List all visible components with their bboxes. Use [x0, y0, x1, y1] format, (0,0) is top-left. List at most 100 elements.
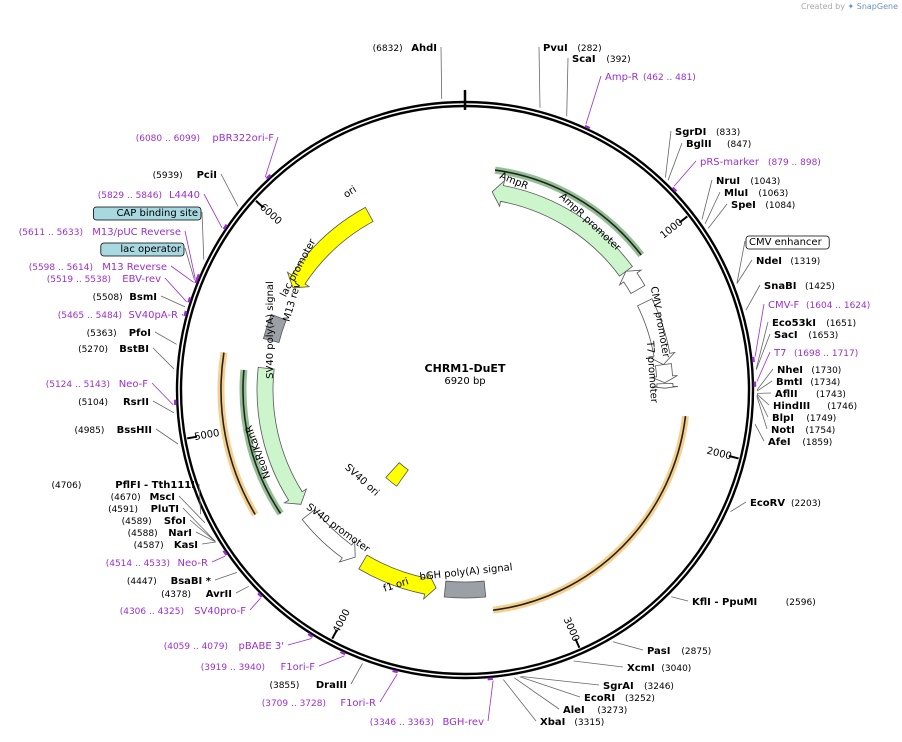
site-label-right-0[interactable]: PvuI(282): [543, 43, 602, 54]
site-label-right-13[interactable]: Eco53kI(1651): [772, 318, 856, 329]
site-label-left-8[interactable]: EBV-rev(5519 .. 5538): [47, 274, 161, 285]
feature-f1-ori[interactable]: [358, 554, 437, 601]
site-position: (5508): [93, 293, 123, 303]
site-label-right-3[interactable]: SgrDI(833): [675, 127, 740, 138]
feature-sv40-poly-a-signal[interactable]: [262, 313, 287, 344]
site-name: BstBI: [119, 344, 149, 355]
site-label-left-2[interactable]: PciI(5939): [153, 170, 217, 181]
site-position: (4588): [128, 529, 158, 539]
site-label-right-14[interactable]: SacI(1653): [774, 330, 838, 341]
feature-ori[interactable]: [286, 206, 374, 289]
tick-label-6000: 6000: [257, 202, 283, 227]
site-label-right-17[interactable]: BmtI(1734): [776, 377, 840, 388]
site-label-right-29[interactable]: AleI(3273): [563, 705, 627, 716]
snapgene-logo-icon: ✦: [847, 2, 855, 11]
site-position: (5363): [87, 329, 117, 339]
site-position: (1651): [826, 319, 856, 329]
site-label-left-30[interactable]: BGH-rev(3346 .. 3363): [370, 717, 484, 728]
feature-bgh-poly-a-signal[interactable]: [443, 580, 487, 599]
site-name: BGH-rev: [442, 717, 484, 728]
site-label-right-25[interactable]: PasI(2875): [647, 646, 711, 657]
leader-line: [756, 396, 768, 430]
leader-line: [220, 173, 239, 207]
site-label-left-9[interactable]: BsmI(5508): [93, 292, 157, 303]
site-name: PflFI - Tth111I: [115, 480, 195, 491]
site-label-right-18[interactable]: AflII(1743): [775, 389, 846, 400]
site-label-right-28[interactable]: EcoRI(3252): [584, 693, 655, 704]
leader-line: [151, 382, 174, 406]
feature-sv40-ori[interactable]: [385, 462, 409, 487]
site-label-left-19[interactable]: SfoI(4589): [122, 516, 186, 527]
feature-neor-kanr[interactable]: [256, 366, 308, 505]
site-position: (879 .. 898): [768, 158, 821, 168]
site-name: Neo-R: [178, 558, 209, 569]
leader-line: [154, 331, 177, 345]
site-label-right-6[interactable]: NruI(1043): [716, 176, 780, 187]
site-label-right-21[interactable]: NotI(1754): [771, 425, 835, 436]
site-label-right-19[interactable]: HindIII(1746): [773, 401, 857, 412]
site-label-left-0[interactable]: AhdI(6832): [373, 43, 437, 54]
site-label-right-7[interactable]: MluI(1063): [724, 188, 788, 199]
site-label-left-1[interactable]: pBR322ori-F(6080 .. 6099): [136, 133, 275, 144]
site-label-right-15[interactable]: T7(1698 .. 1717): [773, 348, 858, 359]
site-label-left-14[interactable]: RsrII(5104): [78, 397, 149, 408]
site-label-left-25[interactable]: SV40pro-F(4306 .. 4325): [120, 606, 247, 617]
site-label-left-11[interactable]: PfoI(5363): [87, 328, 151, 339]
site-label-left-12[interactable]: BstBI (5270): [78, 344, 149, 355]
site-label-left-28[interactable]: DraIII(3855): [269, 680, 347, 691]
site-label-right-12[interactable]: CMV-F(1604 .. 1624): [768, 300, 870, 311]
feature-t7-promoter[interactable]: [651, 382, 679, 389]
feature-cmv-enhancer[interactable]: [637, 298, 676, 366]
site-label-right-11[interactable]: SnaBI(1425): [764, 281, 835, 292]
site-label-left-3[interactable]: L4440(5829 .. 5846): [98, 190, 200, 201]
site-label-right-27[interactable]: SgrAI(3246): [603, 681, 674, 692]
site-label-right-24[interactable]: KflI - PpuMI(2596): [692, 597, 816, 608]
site-label-right-23[interactable]: EcoRV(2203): [750, 498, 821, 509]
primer-mark: [183, 310, 188, 317]
site-label-left-20[interactable]: NarI(4588): [128, 528, 192, 539]
site-label-right-8[interactable]: SpeI(1084): [731, 200, 795, 211]
site-label-right-1[interactable]: ScaI(392): [572, 54, 631, 65]
site-label-left-5[interactable]: M13/pUC Reverse(5611 .. 5633): [19, 227, 181, 238]
site-position: (3919 .. 3940): [201, 663, 265, 673]
site-position: (2875): [681, 647, 711, 657]
site-label-left-10[interactable]: SV40pA-R(5465 .. 5484): [58, 310, 178, 321]
site-label-right-26[interactable]: XcmI(3040): [627, 663, 691, 674]
leader-line: [211, 555, 226, 563]
site-label-left-29[interactable]: F1ori-R(3709 .. 3728): [262, 698, 376, 709]
site-label-left-27[interactable]: F1ori-F(3919 .. 3940): [201, 662, 316, 673]
leader-line: [152, 347, 175, 370]
site-label-right-16[interactable]: NheI(1730): [777, 365, 841, 376]
site-label-left-23[interactable]: BsaBI *(4447): [127, 576, 212, 587]
site-label-left-7[interactable]: M13 Reverse(5598 .. 5614): [29, 262, 167, 273]
site-label-left-16[interactable]: PflFI - Tth111I(4706): [51, 480, 195, 491]
feature-cmv-promoter[interactable]: [651, 363, 678, 384]
site-label-left-26[interactable]: pBABE 3'(4059 .. 4079): [164, 641, 284, 652]
site-label-right-20[interactable]: BlpI(1749): [772, 413, 836, 424]
site-label-left-13[interactable]: Neo-F(5124 .. 5143): [46, 379, 149, 390]
site-label-right-5[interactable]: pRS-marker(879 .. 898): [700, 157, 821, 168]
feature-sv40-promoter[interactable]: [301, 508, 356, 563]
site-label-left-21[interactable]: KasI(4587): [134, 540, 198, 551]
site-label-right-2[interactable]: Amp-R(462 .. 481): [605, 72, 696, 83]
site-label-right-9[interactable]: CMV enhancer: [745, 235, 830, 250]
site-label-left-18[interactable]: PluTI(4591): [108, 504, 179, 515]
feature-ampr-promoter[interactable]: [618, 269, 646, 295]
site-label-left-17[interactable]: MscI(4670): [111, 492, 175, 503]
site-position: (1319): [790, 257, 820, 267]
site-position: (5270): [78, 345, 108, 355]
site-label-right-22[interactable]: AfeI(1859): [768, 437, 832, 448]
site-label-left-24[interactable]: AvrII(4378): [161, 589, 232, 600]
site-label-right-30[interactable]: XbaI(3315): [540, 717, 604, 728]
site-label-left-6[interactable]: lac operator: [100, 242, 185, 257]
site-name: AflII: [775, 389, 798, 400]
site-name: F1ori-R: [340, 698, 376, 709]
site-label-left-4[interactable]: CAP binding site: [93, 206, 202, 221]
site-label-right-4[interactable]: BglII(847): [686, 139, 751, 150]
site-name: CMV enhancer: [749, 237, 823, 248]
site-name: SfoI: [164, 516, 186, 527]
site-label-right-10[interactable]: NdeI(1319): [756, 256, 820, 267]
site-label-left-15[interactable]: BssHII(4985): [74, 425, 152, 436]
site-label-left-22[interactable]: Neo-R(4514 .. 4533): [106, 558, 208, 569]
site-name: XcmI: [627, 663, 655, 674]
